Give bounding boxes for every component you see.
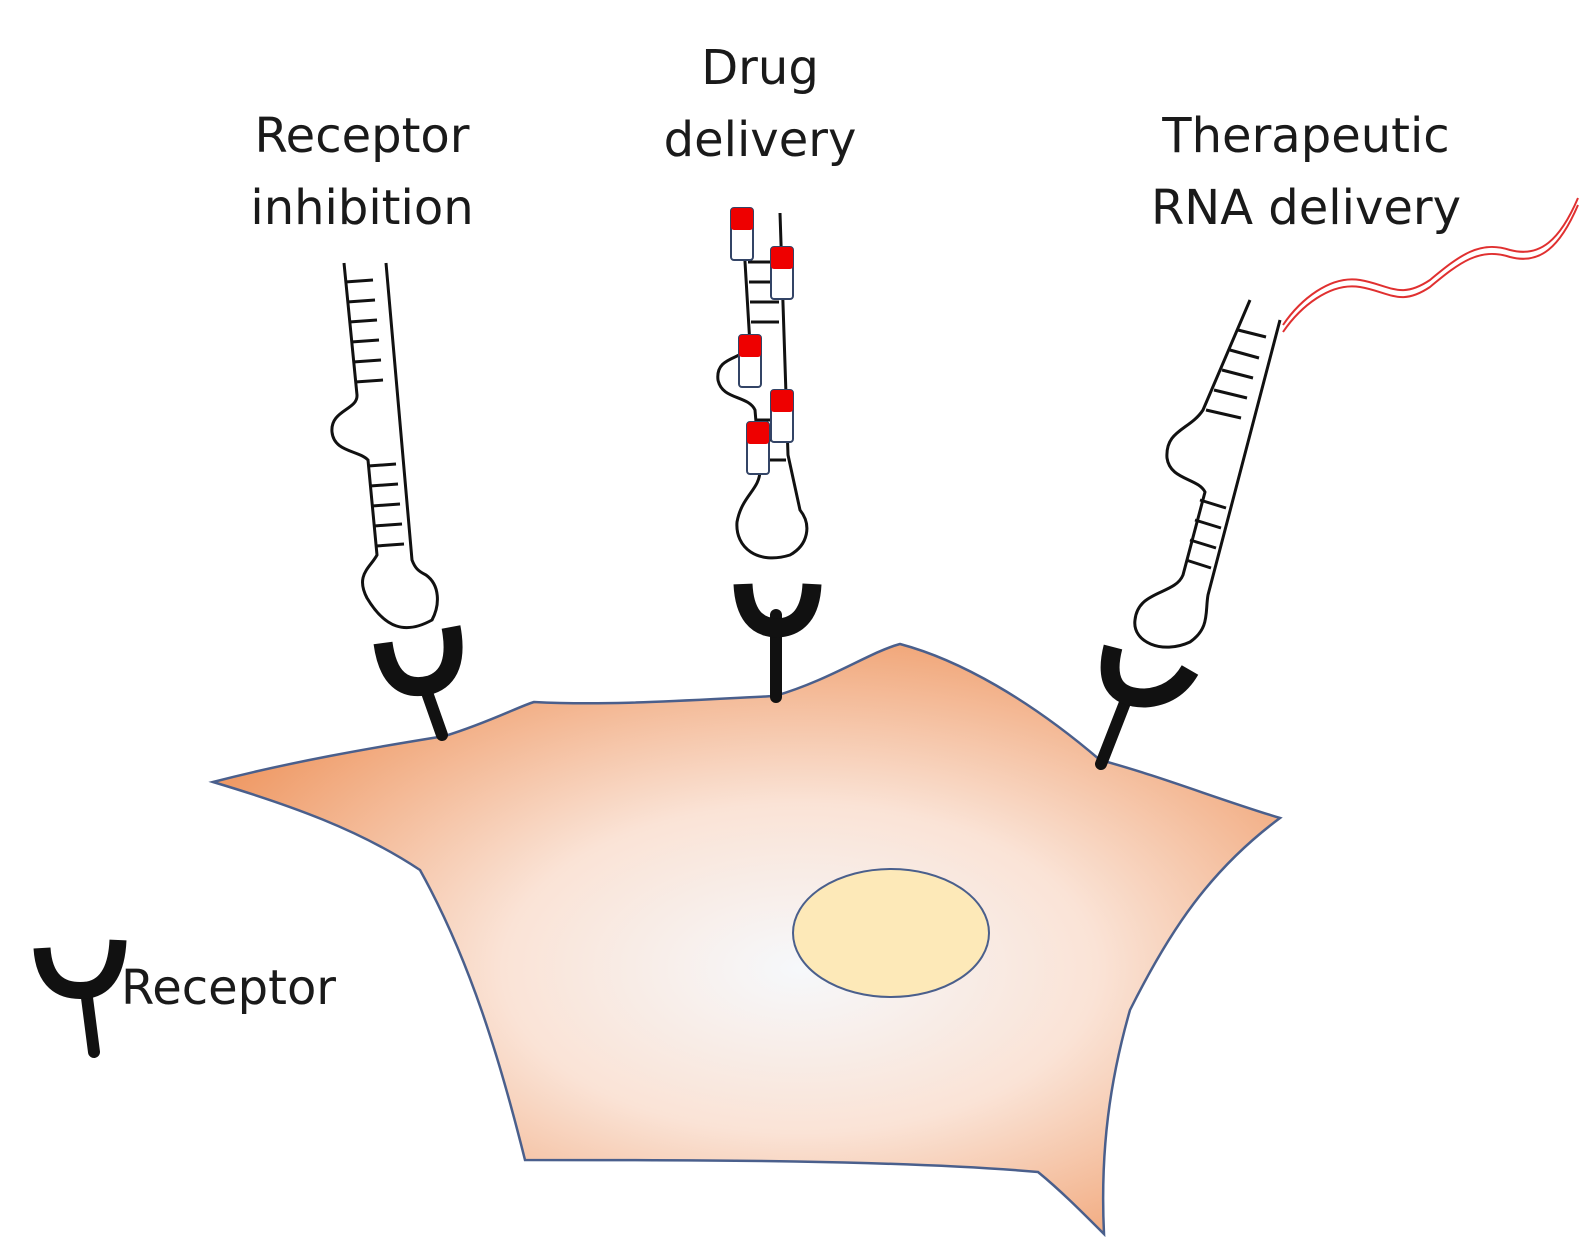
receptor-right [1095, 644, 1199, 770]
drug-molecule-2 [770, 246, 794, 300]
label-rna-delivery-line2: RNA delivery [1151, 180, 1461, 236]
receptor-left [373, 625, 463, 741]
label-receptor-inhibition-line2: inhibition [250, 180, 473, 236]
aptamer-right [1133, 299, 1282, 649]
label-drug-delivery-line1: Drug [701, 40, 819, 96]
aptamer-left [330, 262, 439, 630]
label-receptor-inhibition-line1: Receptor [254, 108, 469, 164]
therapeutic-rna-strand [1282, 197, 1579, 333]
receptor-middle [733, 583, 822, 703]
legend-receptor-label: Receptor [121, 960, 336, 1016]
drug-molecule-4 [770, 389, 794, 443]
drug-molecule-1 [730, 207, 754, 261]
cell-nucleus [792, 868, 990, 998]
cell-body [208, 642, 1283, 1238]
drug-molecule-5 [746, 421, 770, 475]
label-rna-delivery-line1: Therapeutic [1161, 108, 1449, 164]
drug-molecule-3 [738, 334, 762, 388]
label-drug-delivery-line2: delivery [664, 112, 857, 168]
legend-receptor-icon [33, 939, 127, 1058]
